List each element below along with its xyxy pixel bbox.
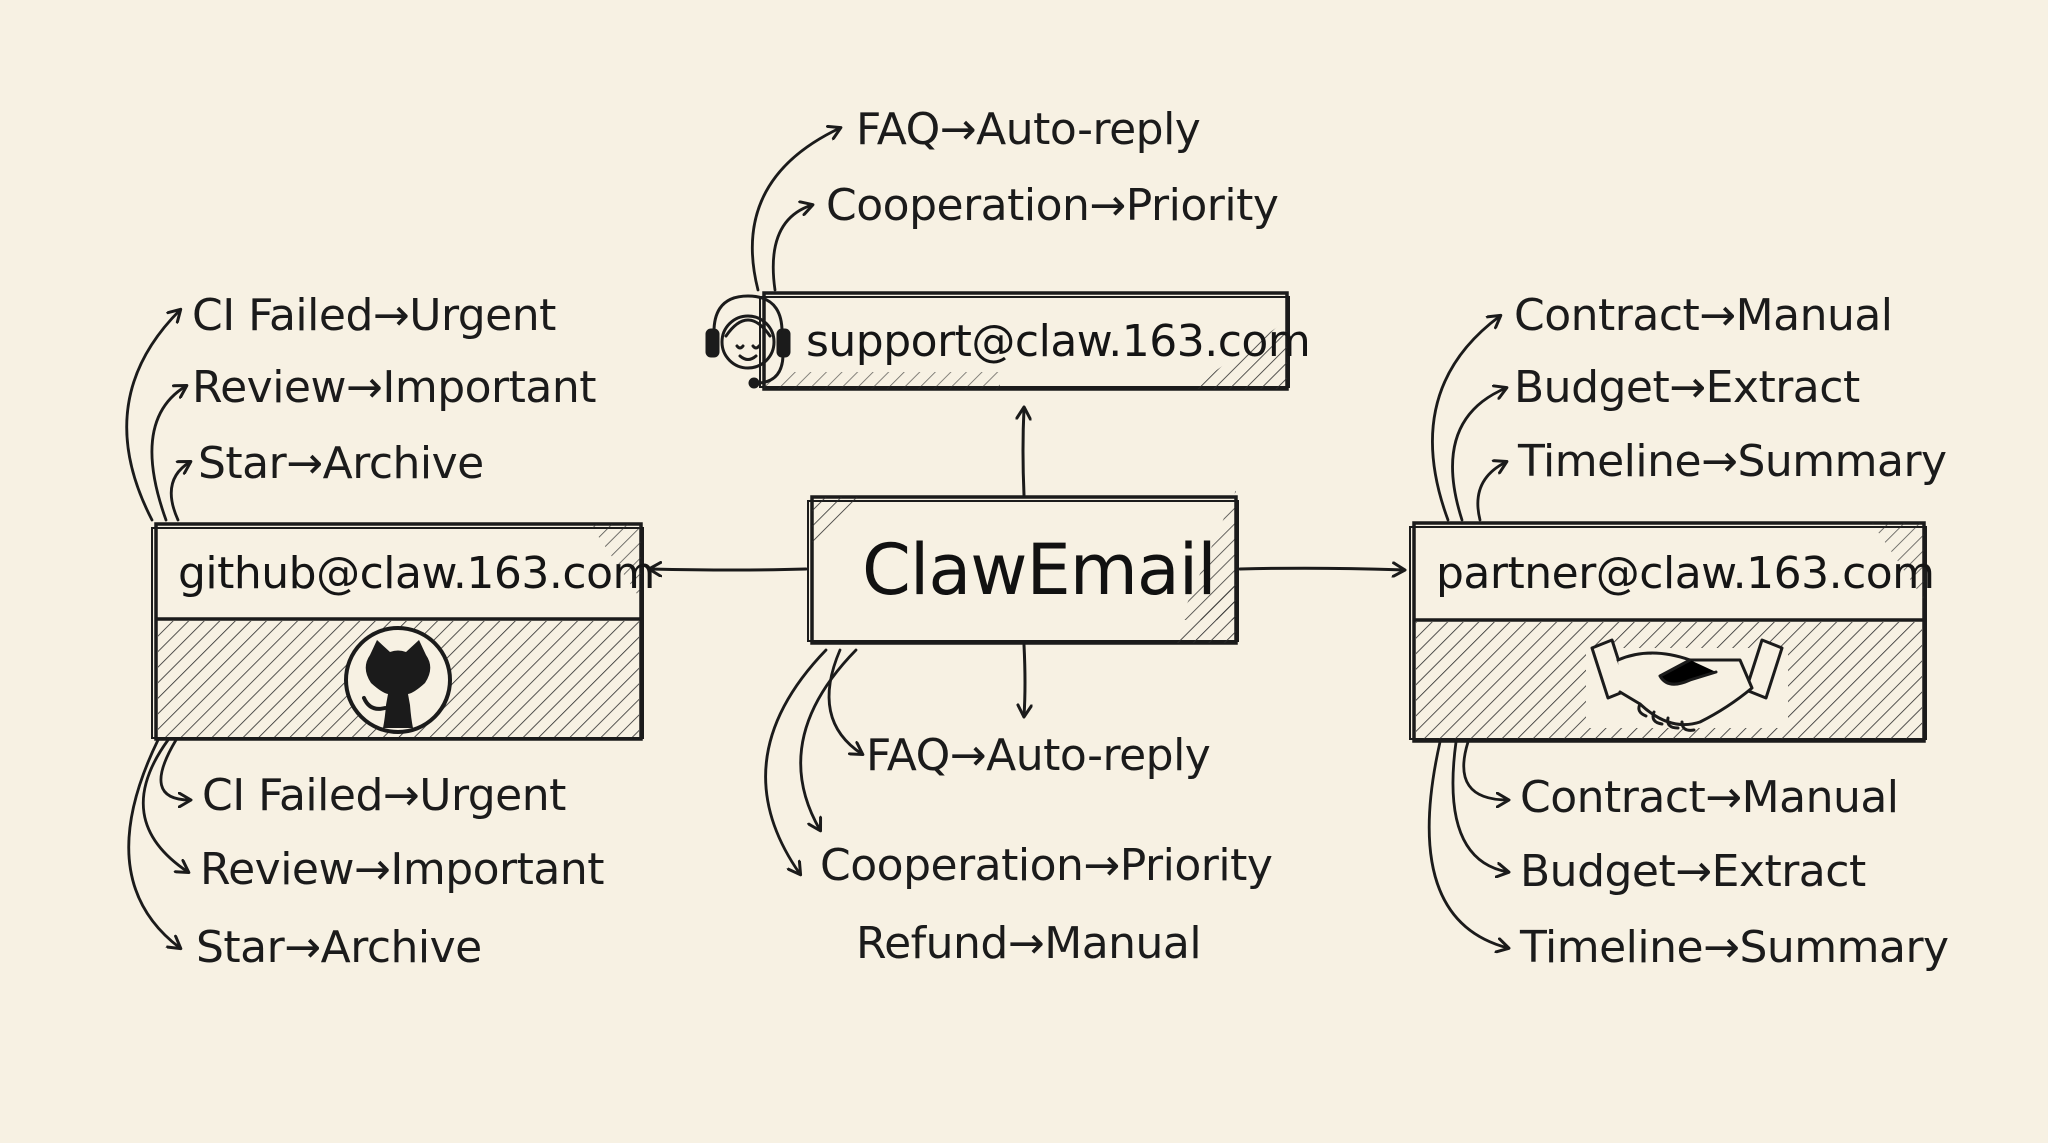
- partner-rule-top-3: Timeline→Summary: [1518, 436, 1947, 487]
- partner-rule-top-2: Budget→Extract: [1514, 362, 1860, 413]
- center-box[interactable]: [807, 490, 1239, 645]
- partner-rule-bottom-1: Contract→Manual: [1520, 772, 1899, 823]
- github-rule-bottom-2: Review→Important: [200, 844, 604, 895]
- handshake-icon: [1586, 638, 1788, 732]
- support-email: support@claw.163.com: [806, 316, 1311, 367]
- main-connectors: [650, 408, 1404, 716]
- partner-rule-top-1: Contract→Manual: [1514, 290, 1893, 341]
- partner-rule-bottom-3: Timeline→Summary: [1520, 922, 1949, 973]
- github-rule-top-1: CI Failed→Urgent: [192, 290, 556, 341]
- support-rule-bottom-1: FAQ→Auto-reply: [866, 730, 1211, 781]
- support-box[interactable]: [759, 291, 1290, 391]
- github-rule-top-3: Star→Archive: [198, 438, 484, 489]
- support-rule-bottom-3: Refund→Manual: [856, 918, 1202, 969]
- support-rule-top-2: Cooperation→Priority: [826, 180, 1279, 231]
- github-rule-bottom-1: CI Failed→Urgent: [202, 770, 566, 821]
- support-agent-headset-icon: [705, 294, 791, 389]
- support-rule-bottom-2: Cooperation→Priority: [820, 840, 1273, 891]
- rule-connectors: [125, 128, 1508, 948]
- github-icon: [344, 626, 452, 734]
- center-title: ClawEmail: [862, 529, 1217, 611]
- partner-rule-bottom-2: Budget→Extract: [1520, 846, 1866, 897]
- support-rule-top-1: FAQ→Auto-reply: [856, 104, 1201, 155]
- partner-email: partner@claw.163.com: [1436, 548, 1935, 599]
- github-email: github@claw.163.com: [178, 548, 655, 599]
- github-rule-top-2: Review→Important: [192, 362, 596, 413]
- github-rule-bottom-3: Star→Archive: [196, 922, 482, 973]
